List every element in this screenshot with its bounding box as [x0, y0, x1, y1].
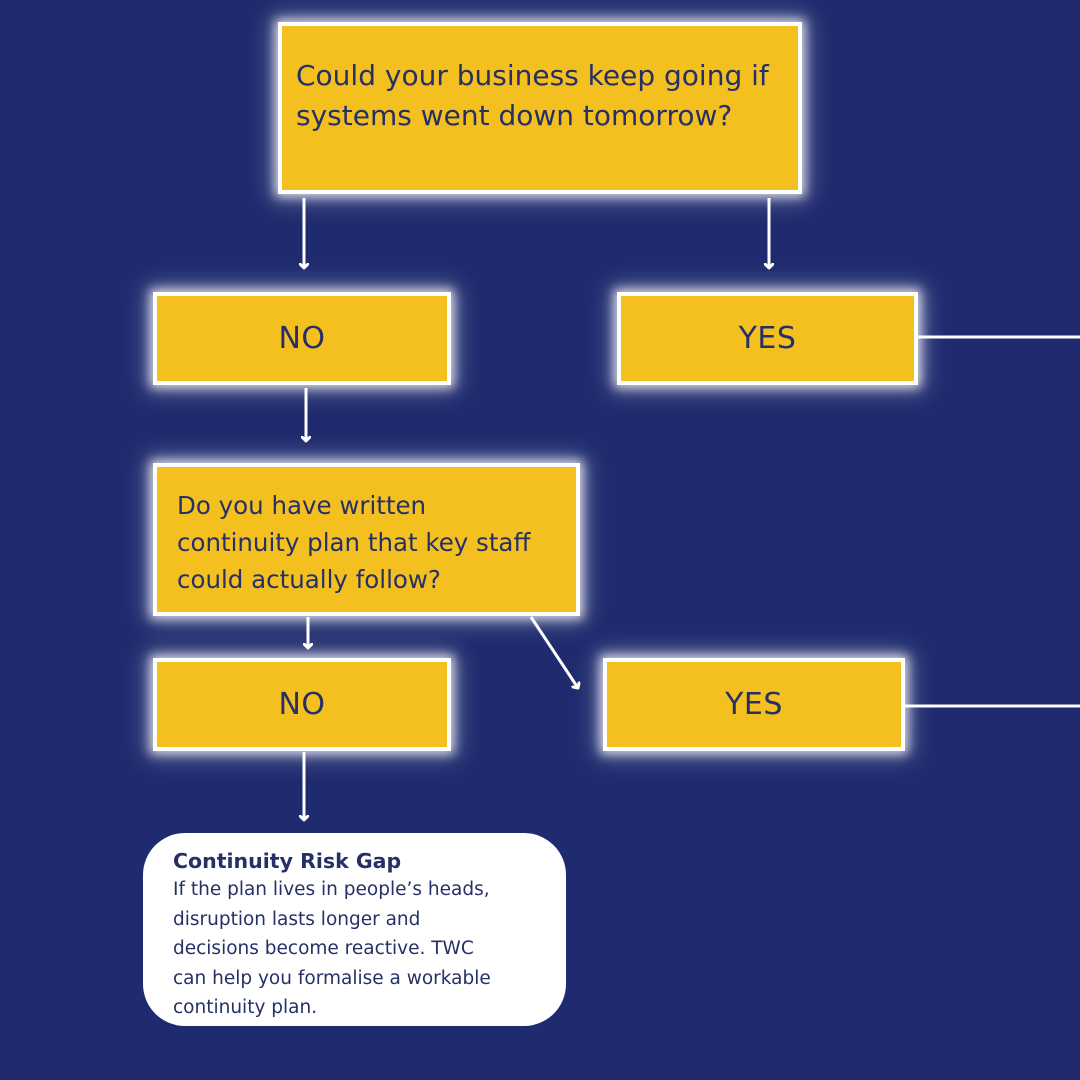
answer-no-1-box: NO	[153, 292, 451, 385]
question-1-text: Could your business keep going if system…	[296, 59, 769, 132]
result-card-body: If the plan lives in people’s heads, dis…	[173, 879, 491, 1018]
answer-yes-1-label: YES	[738, 321, 797, 356]
question-1-box: Could your business keep going if system…	[278, 22, 802, 194]
answer-yes-1-box: YES	[617, 292, 918, 385]
question-2-text: Do you have written continuity plan that…	[177, 491, 531, 594]
result-card: Continuity Risk Gap If the plan lives in…	[143, 833, 566, 1026]
answer-yes-2-box: YES	[603, 658, 905, 751]
arrow-q2-to-yes	[529, 616, 578, 688]
answer-no-2-label: NO	[278, 687, 326, 722]
answer-no-1-label: NO	[278, 321, 326, 356]
question-2-box: Do you have written continuity plan that…	[153, 463, 580, 616]
result-card-title: Continuity Risk Gap	[173, 849, 402, 873]
answer-yes-2-label: YES	[725, 687, 783, 722]
answer-no-2-box: NO	[153, 658, 451, 751]
